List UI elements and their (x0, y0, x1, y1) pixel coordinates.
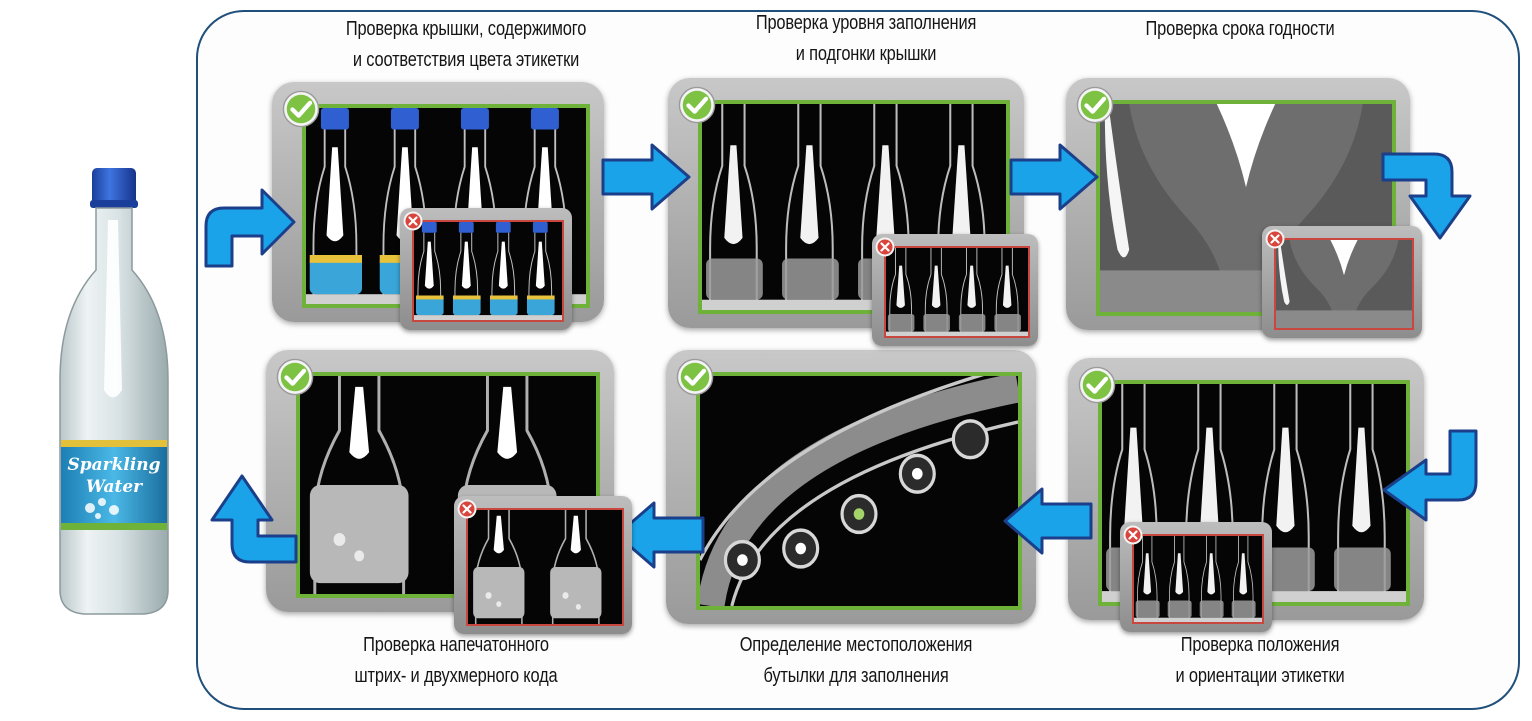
panel-bottle-location (666, 350, 1036, 624)
check-icon (282, 90, 320, 128)
x-icon (403, 211, 423, 231)
arrow-icon (1003, 487, 1093, 555)
check-icon (678, 86, 716, 124)
panel-label-position-check (1068, 358, 1424, 632)
reject-inset-cap (400, 208, 572, 330)
arrow-icon (601, 143, 691, 211)
check-icon (1076, 86, 1114, 124)
check-icon (276, 358, 314, 396)
arrow-icon (1009, 143, 1099, 211)
reject-inset-expiry (1262, 226, 1422, 338)
panel-cap-content-check (272, 82, 604, 330)
caption-step3: Проверка срока годности (1145, 18, 1335, 40)
arrow-icon (1382, 429, 1478, 522)
bottle-label-line1: Sparkling (67, 455, 160, 475)
check-icon (1078, 366, 1116, 404)
camera-view-carousel (696, 372, 1022, 610)
panel-barcode-check (266, 350, 632, 634)
arrow-icon (210, 474, 298, 564)
x-icon (1123, 525, 1143, 545)
reject-inset-label (1120, 522, 1272, 632)
arrow-icon (615, 501, 705, 569)
arrow-icon (204, 188, 296, 268)
bottle-label-line2: Water (86, 477, 143, 497)
check-icon (676, 358, 714, 396)
x-icon (457, 499, 477, 519)
camera-view-code (296, 372, 600, 598)
x-icon (875, 237, 895, 257)
panel-fill-level-check (668, 78, 1038, 346)
panel-expiry-check (1066, 78, 1422, 338)
reject-inset-fill (872, 234, 1038, 346)
reject-inset-code (454, 496, 632, 634)
x-icon (1265, 229, 1285, 249)
bottle-illustration: Sparkling Water (40, 160, 190, 620)
arrow-icon (1381, 152, 1472, 240)
